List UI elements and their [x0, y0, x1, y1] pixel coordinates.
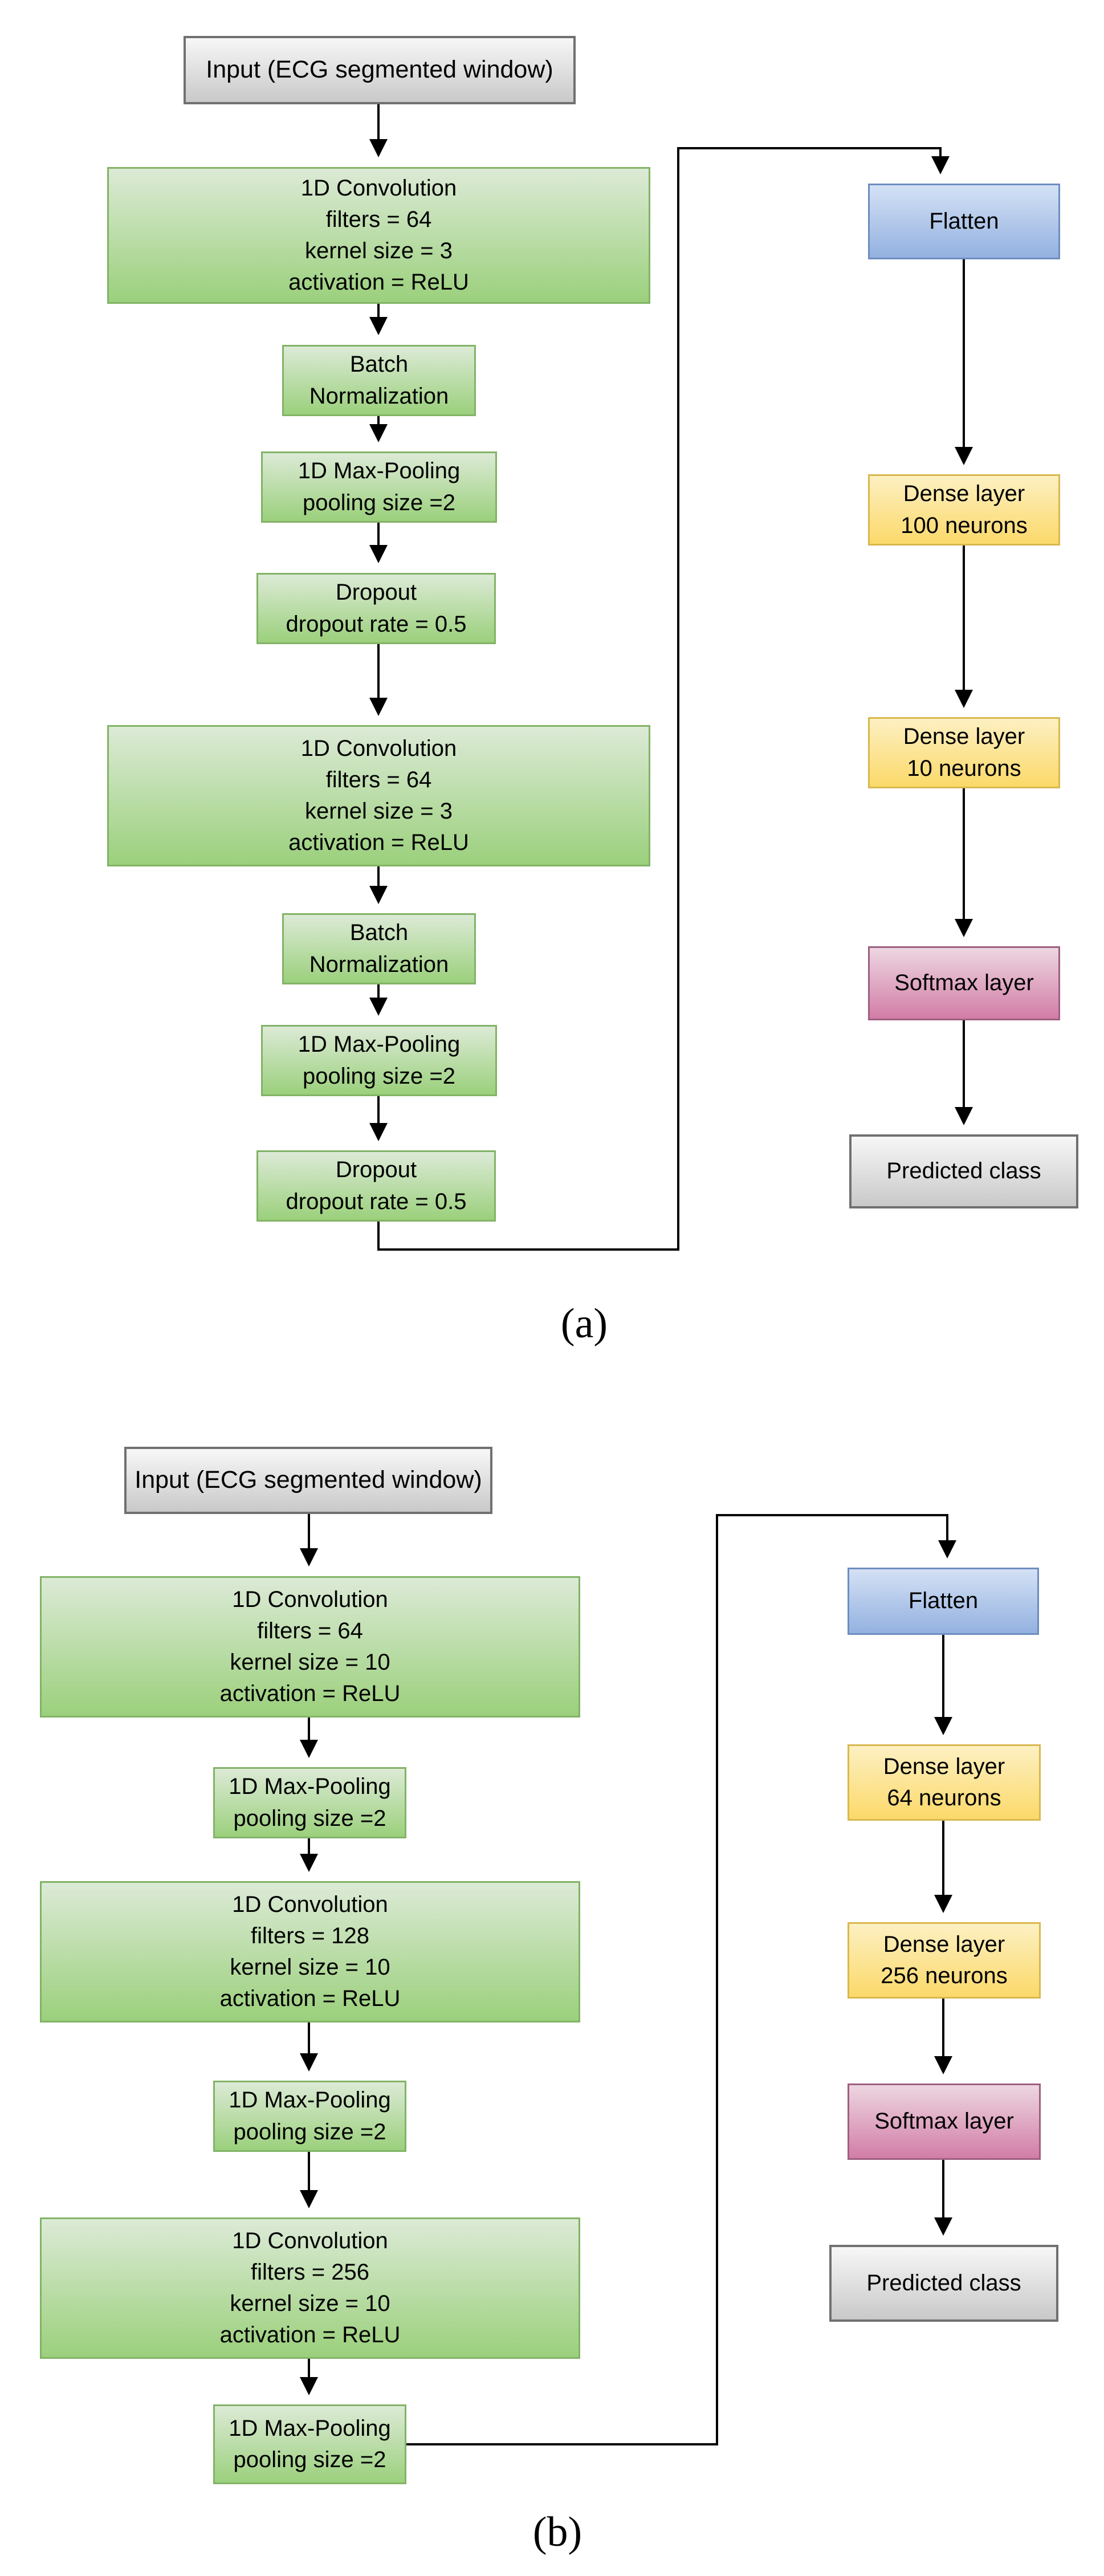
node-dropout2-a: Dropout dropout rate = 0.5	[256, 1150, 496, 1222]
node-conv1-a: 1D Convolution filters = 64 kernel size …	[107, 167, 650, 304]
node-maxpool2-a: 1D Max-Pooling pooling size =2	[261, 1025, 497, 1096]
node-input-b: Input (ECG segmented window)	[124, 1447, 492, 1514]
subfigure-caption-a: (a)	[560, 1300, 608, 1347]
node-dense1-a: Dense layer 100 neurons	[868, 474, 1060, 546]
node-softmax-a: Softmax layer	[868, 946, 1060, 1020]
node-conv2-b: 1D Convolution filters = 128 kernel size…	[40, 1881, 580, 2022]
node-batchnorm1-a: Batch Normalization	[282, 345, 476, 416]
node-predicted-class-a: Predicted class	[849, 1134, 1078, 1208]
node-maxpool2-b: 1D Max-Pooling pooling size =2	[213, 2081, 406, 2152]
node-batchnorm2-a: Batch Normalization	[282, 913, 476, 984]
node-dense2-a: Dense layer 10 neurons	[868, 717, 1060, 788]
node-flatten-a: Flatten	[868, 184, 1060, 259]
node-conv2-a: 1D Convolution filters = 64 kernel size …	[107, 725, 650, 866]
subfigure-caption-b: (b)	[532, 2509, 582, 2555]
node-predicted-class-b: Predicted class	[829, 2245, 1058, 2322]
node-dropout1-a: Dropout dropout rate = 0.5	[256, 573, 496, 644]
node-flatten-b: Flatten	[848, 1568, 1039, 1635]
node-conv3-b: 1D Convolution filters = 256 kernel size…	[40, 2217, 580, 2359]
node-maxpool3-b: 1D Max-Pooling pooling size =2	[213, 2404, 406, 2484]
node-softmax-b: Softmax layer	[848, 2083, 1041, 2160]
node-dense1-b: Dense layer 64 neurons	[848, 1744, 1041, 1821]
node-conv1-b: 1D Convolution filters = 64 kernel size …	[40, 1576, 580, 1718]
node-maxpool1-b: 1D Max-Pooling pooling size =2	[213, 1767, 406, 1838]
node-maxpool1-a: 1D Max-Pooling pooling size =2	[261, 451, 497, 523]
node-dense2-b: Dense layer 256 neurons	[848, 1922, 1041, 1999]
node-input-a: Input (ECG segmented window)	[184, 36, 576, 104]
